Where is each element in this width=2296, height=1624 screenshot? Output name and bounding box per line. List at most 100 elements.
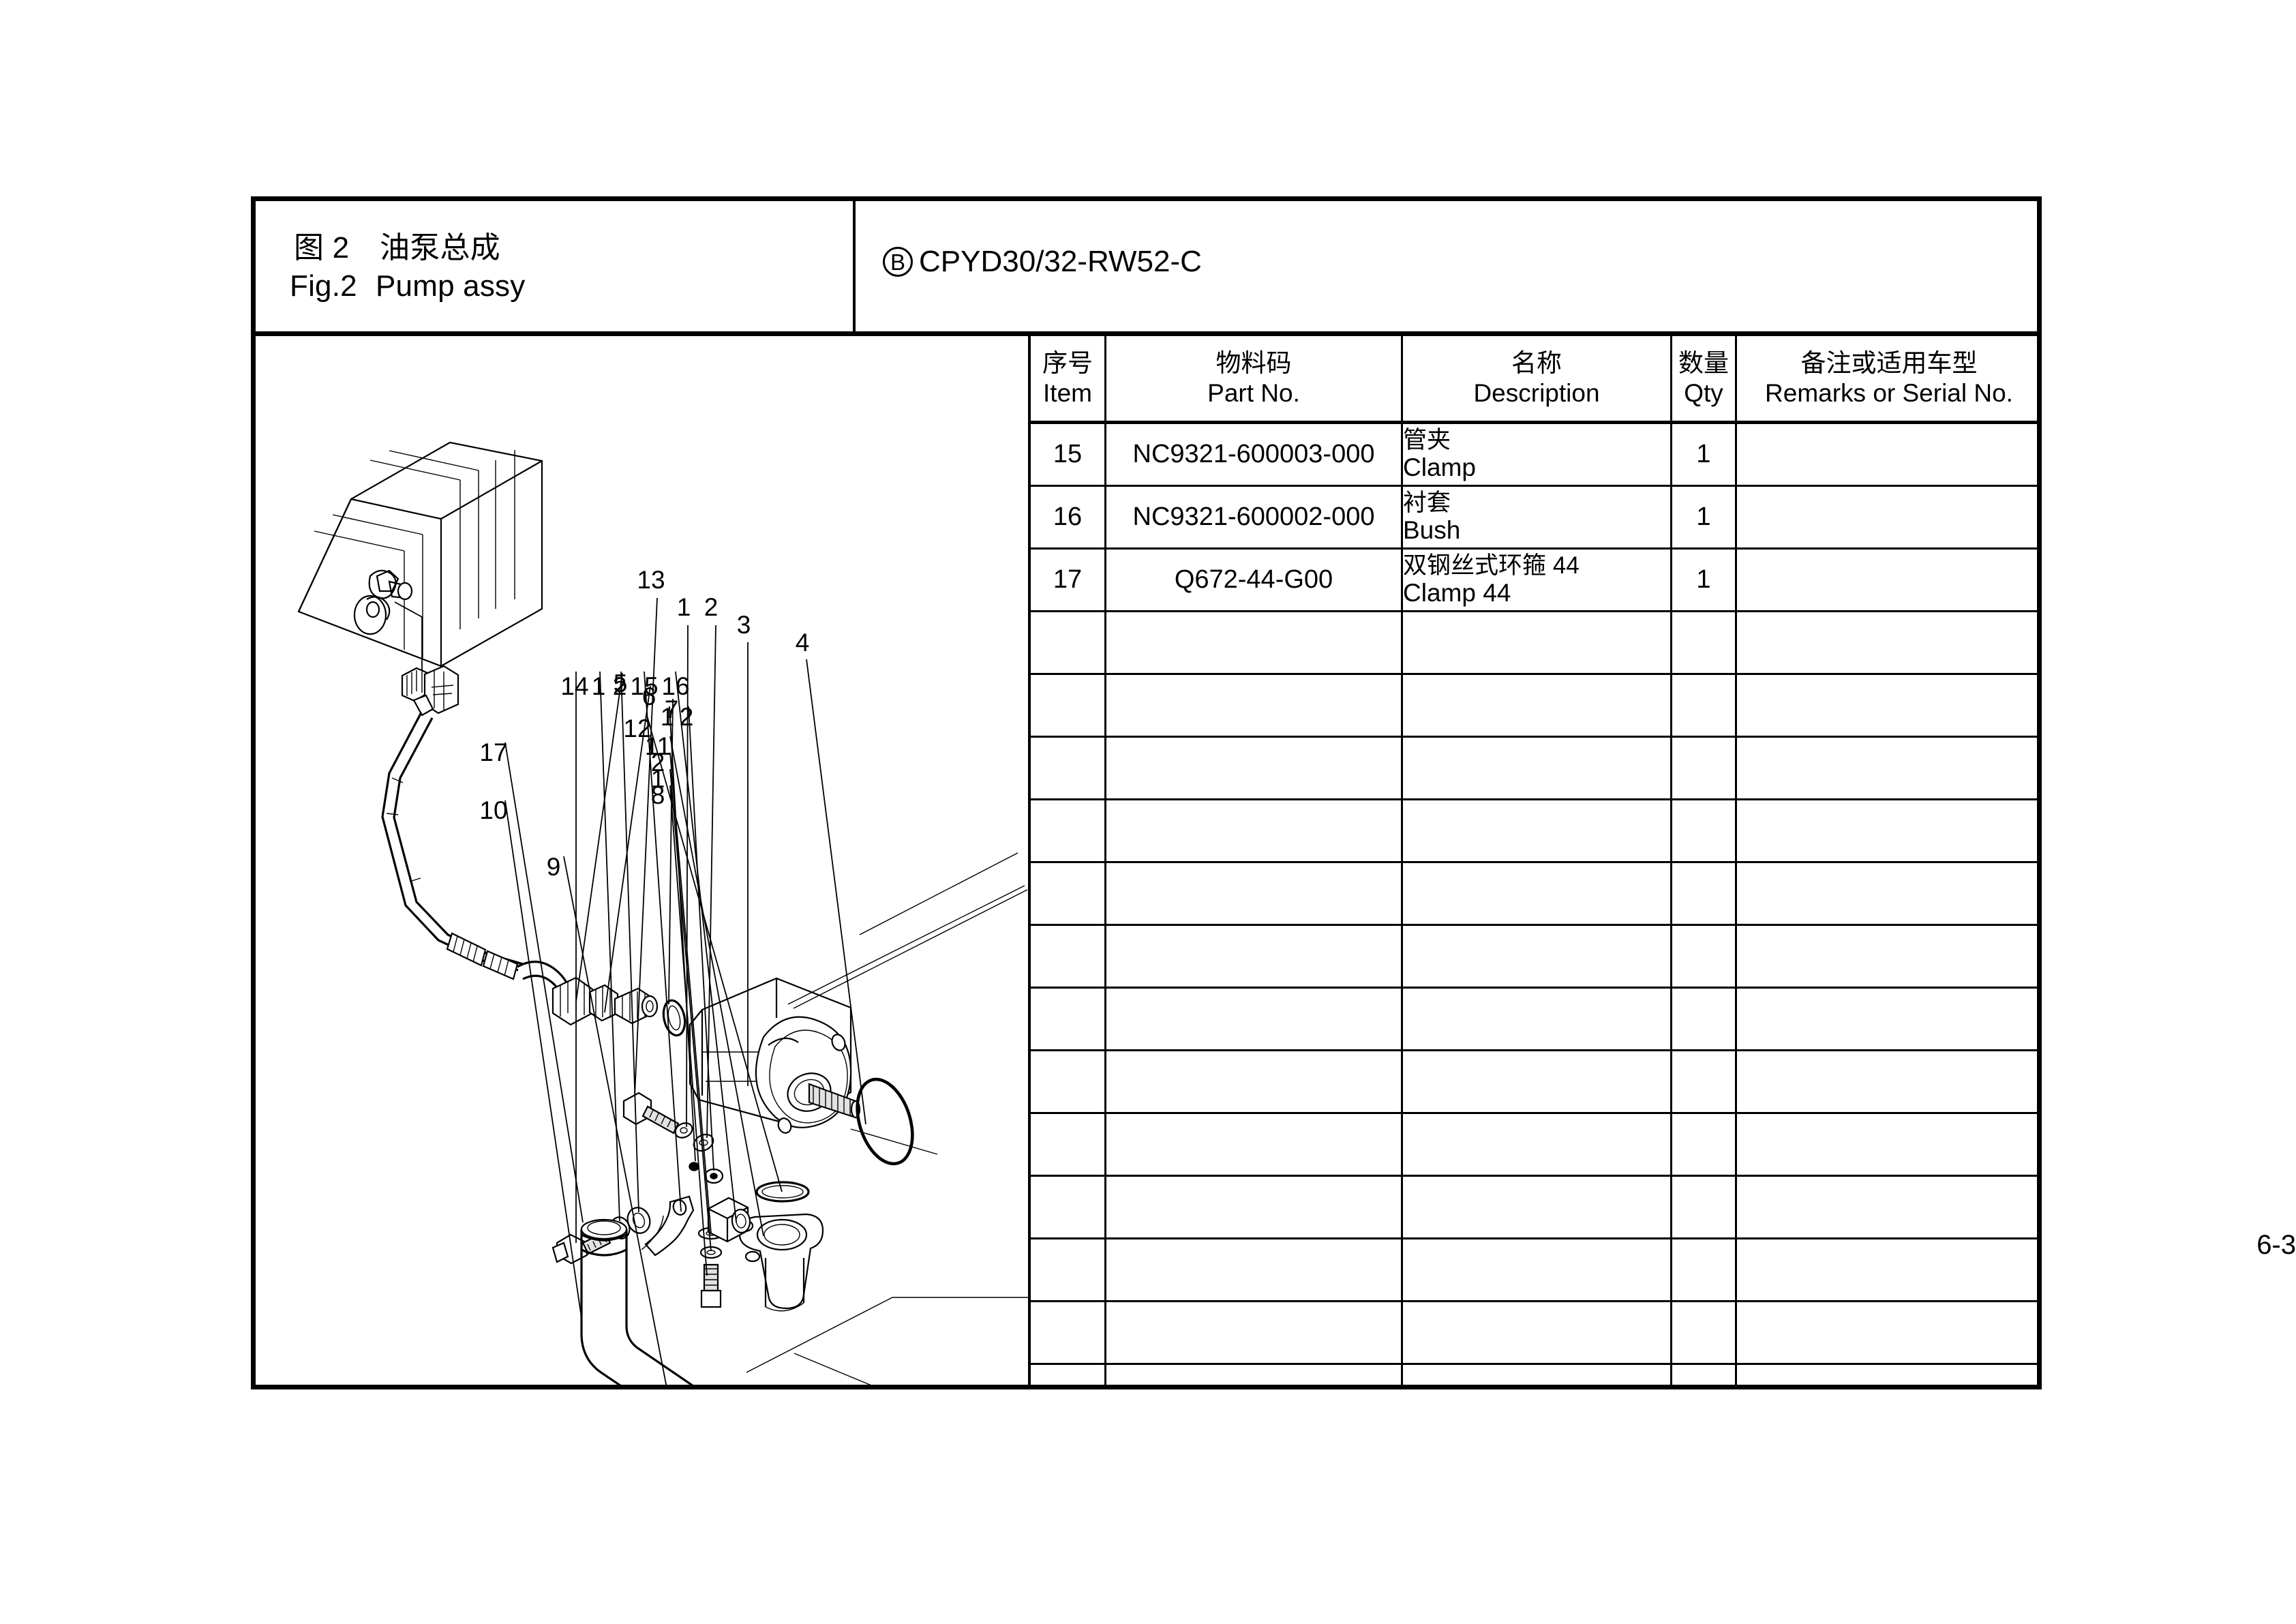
cell-empty — [1735, 987, 2037, 1051]
table-row-empty — [1031, 798, 2037, 863]
cell-item: 17 — [1031, 547, 1106, 612]
cell-empty — [1401, 673, 1672, 738]
cell-empty — [1104, 798, 1403, 863]
cell-description-en: Clamp — [1403, 453, 1476, 482]
column-header-qty-cn: 数量 — [1678, 349, 1729, 378]
cell-empty — [1031, 610, 1106, 675]
cell-empty — [1031, 987, 1106, 1051]
cell-remarks — [1735, 422, 2037, 487]
column-header-description-cn: 名称 — [1511, 349, 1562, 378]
cell-empty — [1401, 987, 1672, 1051]
cell-empty — [1104, 673, 1403, 738]
cell-empty — [1670, 1237, 1737, 1302]
column-header-part-no-cn: 物料码 — [1215, 349, 1292, 378]
model-code-cell: B CPYD30/32-RW52-C — [856, 201, 2037, 331]
table-row-empty — [1031, 1300, 2037, 1365]
cell-empty — [1031, 1175, 1106, 1239]
cell-empty — [1735, 861, 2037, 926]
cell-part-no: NC9321-600002-000 — [1104, 485, 1403, 550]
cell-description-cn: 双钢丝式环箍 44 — [1403, 552, 1580, 580]
bolt-13-group — [622, 1092, 714, 1152]
assembly-guide-lines — [746, 852, 1028, 1385]
cell-empty — [1735, 1049, 2037, 1114]
cell-empty — [1104, 1175, 1403, 1239]
cell-empty — [1735, 610, 2037, 675]
cell-empty — [1401, 1237, 1672, 1302]
cell-empty — [1031, 1237, 1106, 1302]
cell-empty — [1735, 798, 2037, 863]
column-header-remarks: 备注或适用车型 Remarks or Serial No. — [1735, 336, 2037, 424]
model-code-text: CPYD30/32-RW52-C — [919, 245, 1202, 278]
cell-empty — [1031, 798, 1106, 863]
column-header-part-no: 物料码 Part No. — [1104, 336, 1403, 424]
cell-empty — [1031, 1363, 1106, 1385]
cell-empty — [1670, 987, 1737, 1051]
column-header-remarks-en: Remarks or Serial No. — [1765, 379, 2013, 407]
cell-empty — [1401, 924, 1672, 989]
cell-empty — [1401, 610, 1672, 675]
column-header-description: 名称 Description — [1401, 336, 1672, 424]
cell-empty — [1670, 1175, 1737, 1239]
cell-empty — [1401, 1049, 1672, 1114]
cell-qty: 1 — [1670, 422, 1737, 487]
cell-empty — [1735, 1237, 2037, 1302]
suction-hose — [580, 1218, 694, 1385]
table-row-empty — [1031, 924, 2037, 989]
table-row-empty — [1031, 1112, 2037, 1177]
cell-empty — [1401, 736, 1672, 800]
elbow-fitting-and-adapter — [517, 961, 659, 1026]
table-row-empty — [1031, 610, 2037, 675]
cell-empty — [1401, 1175, 1672, 1239]
parts-table-pane: 序号 Item 物料码 Part No. 名称 Description 数量 — [1031, 336, 2037, 1385]
cell-part-no: Q672-44-G00 — [1104, 547, 1403, 612]
callout-leaders — [504, 597, 866, 1385]
cell-empty — [1401, 1112, 1672, 1177]
cell-empty — [1401, 1363, 1672, 1385]
cell-empty — [1670, 861, 1737, 926]
cell-qty: 1 — [1670, 547, 1737, 612]
cell-empty — [1104, 987, 1403, 1051]
cell-empty — [1735, 1112, 2037, 1177]
page-number: 6-3 — [2256, 1230, 2296, 1260]
table-row-empty — [1031, 1363, 2037, 1385]
cell-empty — [1104, 924, 1403, 989]
cell-part-no: NC9321-600003-000 — [1104, 422, 1403, 487]
hose-upper-fitting — [401, 665, 459, 717]
o-ring-7 — [662, 999, 686, 1037]
sheet-body: 13 1 2 3 4 14 1 2 15 16 5 6 7 12 1 2 — [256, 336, 2037, 1385]
pressure-hose — [381, 712, 524, 980]
model-code: B CPYD30/32-RW52-C — [883, 245, 1202, 279]
cell-item: 15 — [1031, 422, 1106, 487]
o-ring-4 — [856, 1077, 914, 1166]
figure-label-chinese: 图 2 — [294, 231, 350, 265]
figure-name-english: Pump assy — [376, 269, 526, 303]
cell-description-cn: 管夹 — [1403, 427, 1451, 454]
cell-empty — [1031, 1049, 1106, 1114]
cell-description-en: Clamp 44 — [1403, 579, 1511, 607]
cell-empty — [1735, 673, 2037, 738]
table-row-empty — [1031, 1175, 2037, 1239]
cell-empty — [1031, 1112, 1106, 1177]
cell-empty — [1401, 798, 1672, 863]
column-header-description-en: Description — [1473, 379, 1600, 407]
cell-empty — [1670, 798, 1737, 863]
cell-empty — [1670, 673, 1737, 738]
cell-empty — [1670, 924, 1737, 989]
cell-empty — [1031, 1300, 1106, 1365]
parts-table: 序号 Item 物料码 Part No. 名称 Description 数量 — [1031, 336, 2037, 1385]
table-row-empty — [1031, 673, 2037, 738]
cell-empty — [1031, 924, 1106, 989]
column-header-item-cn: 序号 — [1042, 349, 1093, 378]
cell-empty — [1670, 610, 1737, 675]
table-row-empty — [1031, 736, 2037, 800]
table-row-empty — [1031, 987, 2037, 1051]
